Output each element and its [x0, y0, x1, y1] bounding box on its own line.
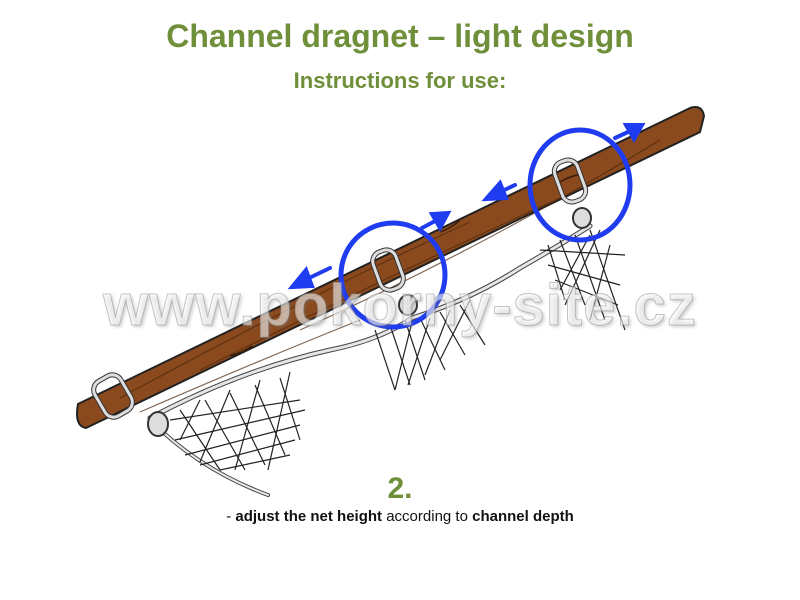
highlight-circle-right: [527, 127, 633, 243]
page-subtitle: Instructions for use:: [293, 68, 507, 93]
wooden-pole: [76, 106, 706, 430]
step-description: - adjust the net height according to cha…: [0, 508, 800, 525]
step-connector: according to: [382, 508, 473, 525]
highlight-circles: [338, 127, 633, 330]
highlight-circle-middle: [338, 220, 448, 330]
clip-right: [551, 157, 592, 229]
arrow-right-icon: [613, 123, 646, 144]
arrow-left-icon: [481, 179, 517, 202]
pole-clips: [91, 157, 592, 437]
arrow-left-icon: [287, 266, 332, 290]
clip-left: [91, 372, 169, 437]
step-condition: channel depth: [472, 508, 574, 525]
step-action: adjust the net height: [235, 508, 383, 525]
netting: [169, 229, 626, 471]
clip-middle: [370, 247, 418, 316]
direction-arrows: [287, 123, 646, 290]
page-title: Channel dragnet – light design: [166, 18, 634, 54]
arrow-right-icon: [420, 210, 452, 233]
step-prefix: -: [226, 508, 236, 525]
step-number: 2.: [387, 472, 413, 505]
